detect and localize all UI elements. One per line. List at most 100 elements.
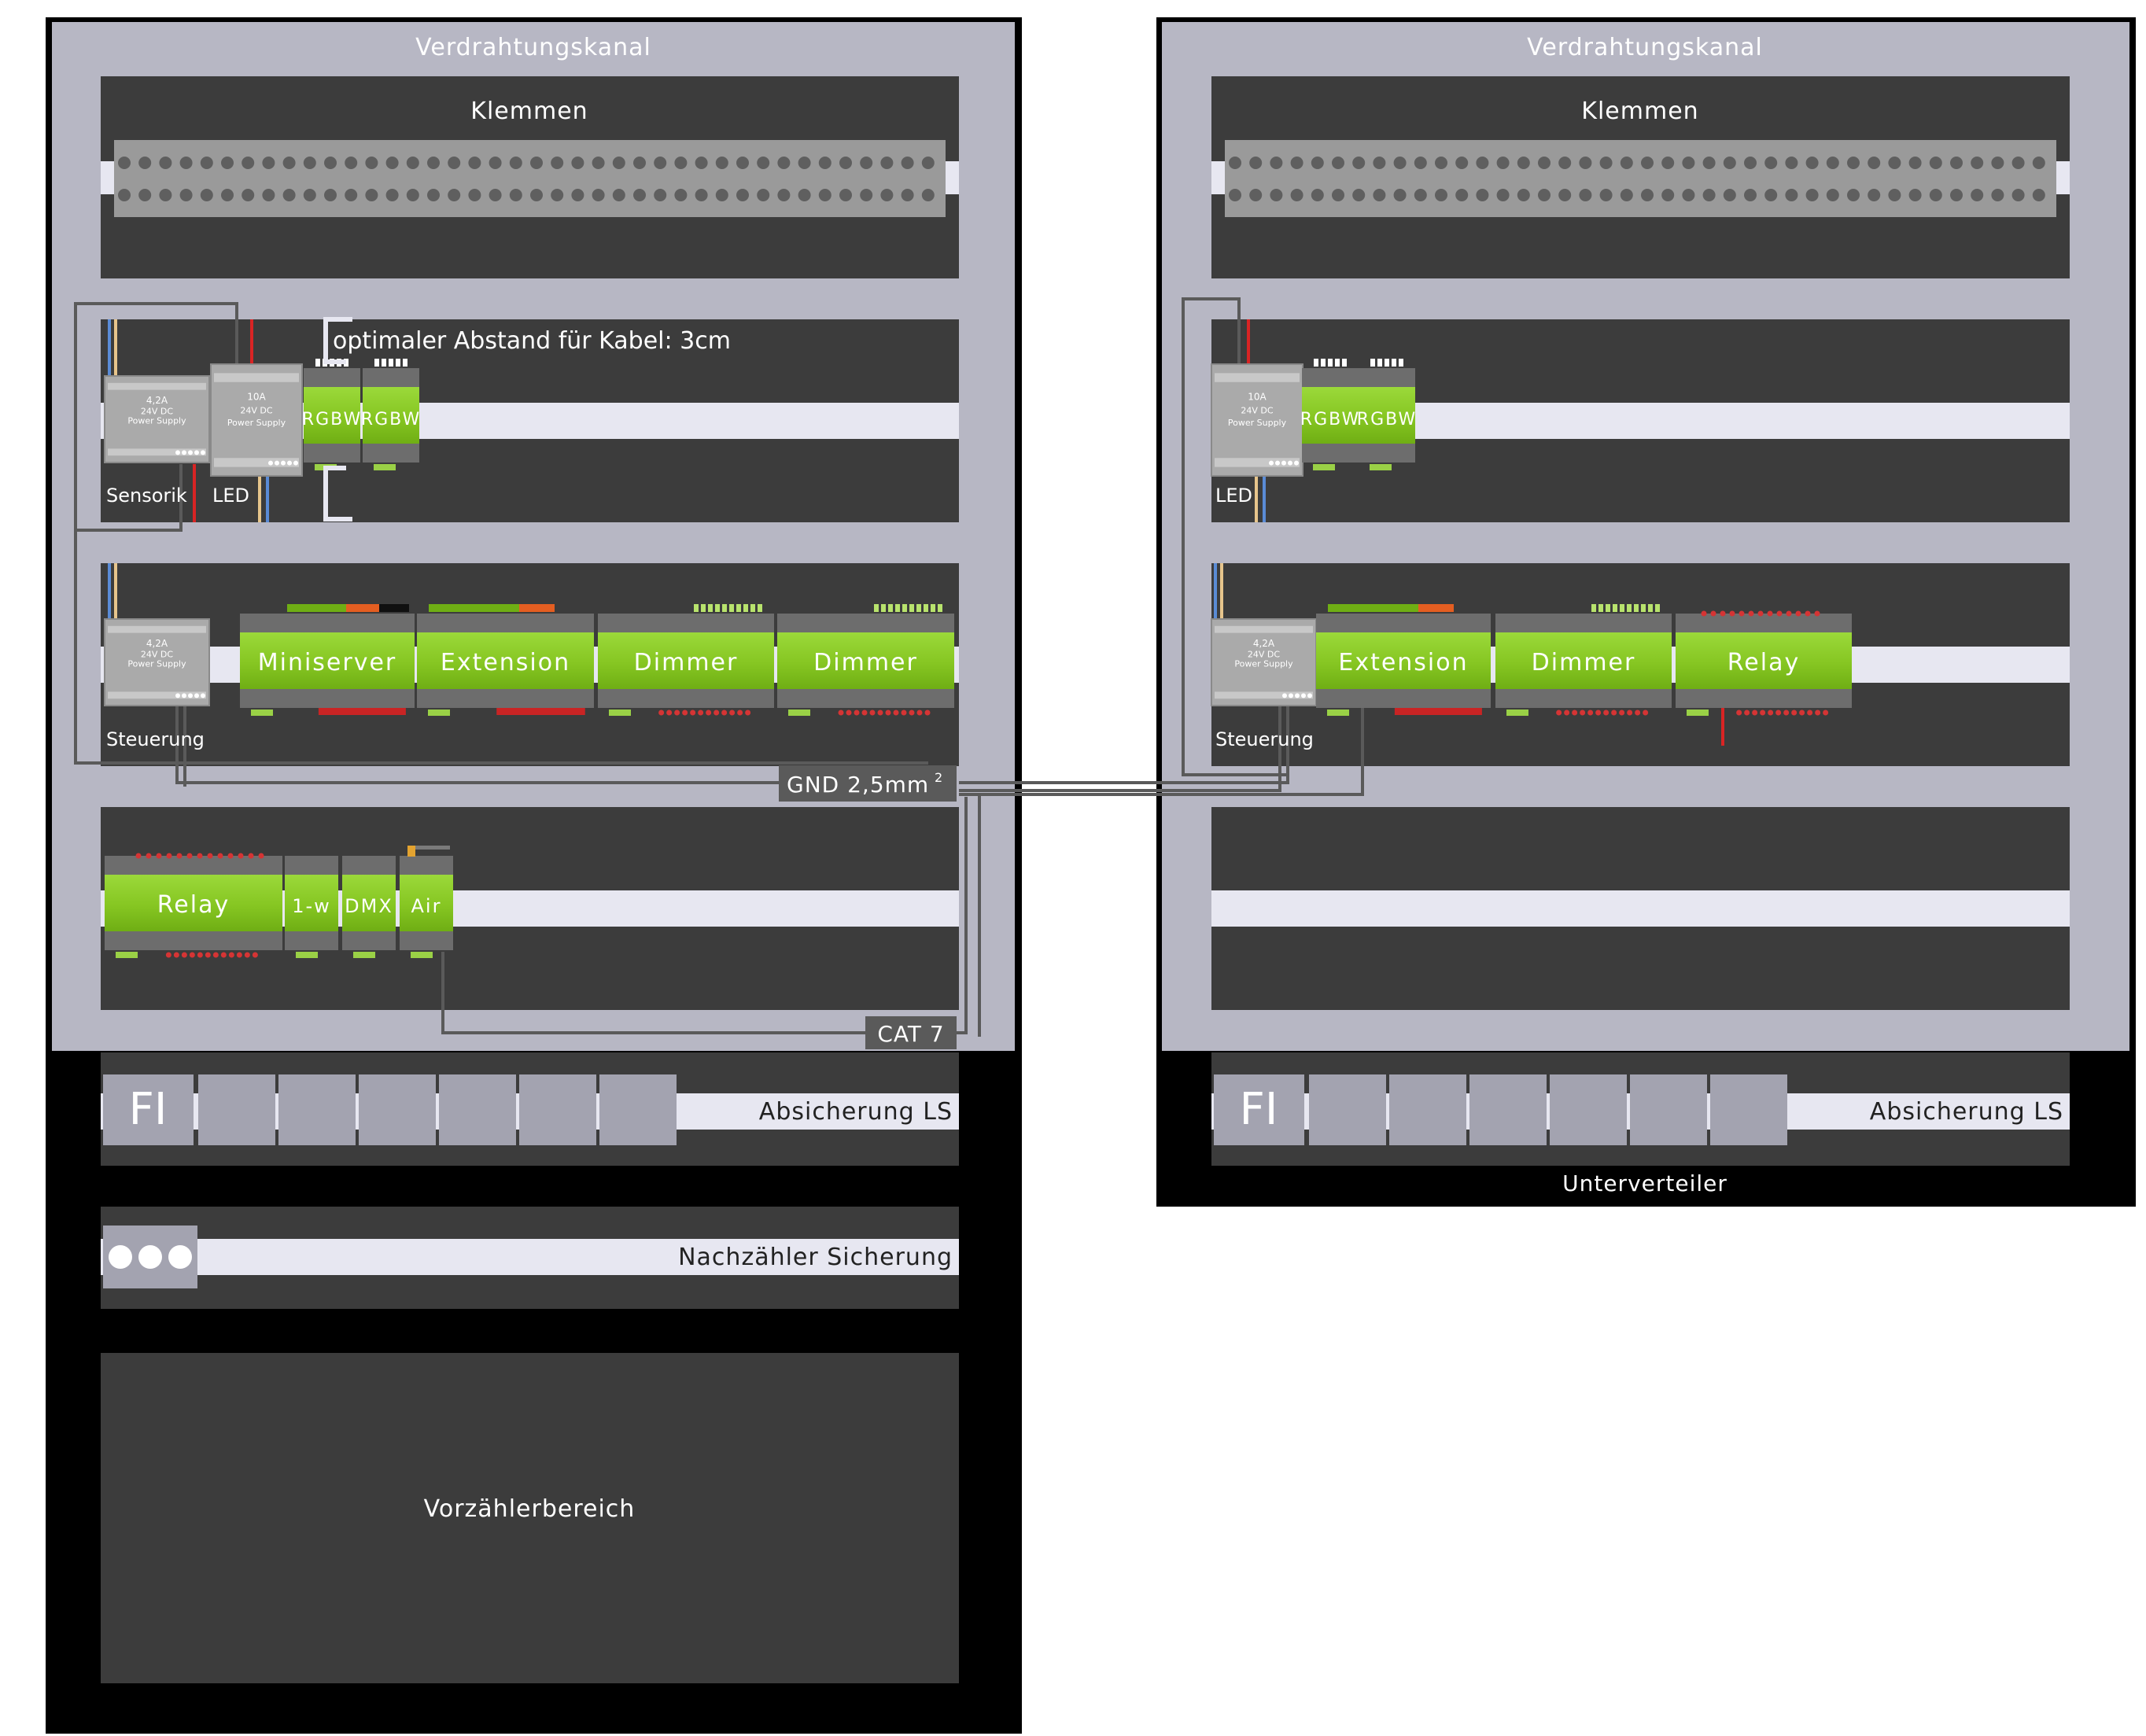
extension-module: Extension xyxy=(417,604,594,716)
sub-terminals-terminal-hole xyxy=(1826,189,1839,201)
main-terminals-terminal-hole xyxy=(468,157,481,169)
sub-dimmer-module-top-pin xyxy=(1648,604,1653,612)
sub-dimmer-module-bottom-pin xyxy=(1556,710,1562,716)
main-fuse-fi-breaker xyxy=(103,1074,194,1145)
sub-terminals-terminal-hole xyxy=(1332,189,1344,201)
sub-psu-steuerung-rating: 4,2A xyxy=(1253,638,1275,649)
main-terminals-terminal-hole xyxy=(159,157,172,169)
sub-relay-module-top-pin xyxy=(1729,610,1735,617)
psu-steuerung-pin xyxy=(194,693,199,698)
sub-terminals-terminal-hole xyxy=(1661,189,1675,201)
sub-terminals-terminal-hole xyxy=(1702,189,1716,201)
spacing-bracket-bottom xyxy=(323,466,352,522)
psu-led-pin xyxy=(293,460,298,466)
main-terminals-terminal-hole xyxy=(262,189,275,201)
psu-steuerung-rating: 4,2A xyxy=(146,638,168,649)
sub-terminals-terminal-hole xyxy=(1847,157,1860,169)
sub-psu-steuerung-bottom-terminal xyxy=(1215,691,1313,699)
dmx-module-top-housing xyxy=(342,856,396,875)
relay-module-bottom-pin xyxy=(189,952,195,958)
sub-terminals-terminal-hole xyxy=(1290,157,1303,169)
sub-terminals-terminal-hole xyxy=(1805,157,1819,169)
psu-steuerung-top-terminal xyxy=(108,625,206,633)
sub-relay-module-top-pin xyxy=(1710,610,1716,617)
sub-terminals-terminal-hole xyxy=(1661,157,1675,169)
sub-relay-module-top-pin xyxy=(1795,610,1801,617)
sub-terminals-terminal-hole xyxy=(1888,189,1901,201)
sub-dimmer-module-bottom-pin xyxy=(1580,710,1586,716)
psu-steuerung-pin xyxy=(175,693,180,698)
sub-terminals-terminal-hole xyxy=(1249,189,1263,201)
sub-terminals-terminal-hole xyxy=(1229,157,1241,169)
relay-module-top-housing xyxy=(105,856,282,875)
extension-module-top-housing xyxy=(417,614,594,632)
sub-rgbw-module-bottom-terminal xyxy=(1370,464,1392,470)
sub-relay-module-bottom-pin xyxy=(1736,710,1742,716)
main-terminals-terminal-hole xyxy=(736,157,749,169)
sub-terminals-terminal-hole xyxy=(1971,189,1984,201)
sub-fuse-fi-breaker xyxy=(1214,1074,1304,1145)
dimmer-module-bottom-terminal xyxy=(788,710,810,716)
main-terminals-terminal-hole xyxy=(427,189,440,201)
psu-steuerung-pin xyxy=(201,693,205,698)
sub-psu-steuerung-pin xyxy=(1307,693,1312,698)
sub-terminals-terminal-hole xyxy=(1352,189,1366,201)
main-terminals-terminal-hole xyxy=(571,157,584,169)
air-module-antenna-base xyxy=(407,846,415,857)
sub-terminals-terminal-hole xyxy=(1868,157,1881,169)
relay-module-front xyxy=(105,875,282,931)
dimmer-module-top-pin xyxy=(881,604,886,612)
sub-relay-module-top-pin xyxy=(1814,610,1820,617)
sub-terminals-terminal-hole xyxy=(1641,157,1654,169)
psu-led-bottom-terminal xyxy=(214,458,299,467)
sensorik-label: Sensorik xyxy=(106,485,187,507)
relay-module-top-pin xyxy=(197,853,203,859)
relay-module: Relay xyxy=(105,856,282,958)
sub-relay-module-bottom-pin xyxy=(1768,710,1774,716)
dimmer-module-bottom-pin xyxy=(885,710,891,716)
psu-steuerung-pin xyxy=(188,693,193,698)
sub-terminals-terminal-hole xyxy=(1517,189,1530,201)
sub-dimmer-module-bottom-pin xyxy=(1603,710,1610,716)
miniserver-module-bottom-terminal xyxy=(251,710,273,716)
sub-psu-led-rating: 10A xyxy=(1248,391,1267,402)
sub-psu-led-top-terminal xyxy=(1215,373,1300,382)
dimmer-module-bottom-pin xyxy=(869,710,876,716)
main-terminals-terminal-hole xyxy=(612,157,625,169)
rgbw-module-top-pin xyxy=(315,359,320,367)
sub-relay-module-bottom-terminal xyxy=(1687,710,1709,716)
sub-terminals-strip xyxy=(1225,140,2056,217)
rgbw-module-top-pin xyxy=(374,359,379,367)
main-terminals-terminal-hole xyxy=(221,189,234,201)
sub-rgbw-module-top-housing xyxy=(1302,368,1359,387)
main-terminals-terminal-hole xyxy=(242,189,255,201)
pre-meter-area xyxy=(101,1353,959,1683)
relay-module-bottom-pin xyxy=(252,952,258,958)
psu-steuerung-voltage: 24V DC xyxy=(141,649,173,659)
sub-extension-module: Extension xyxy=(1316,604,1491,716)
dimmer-module-bottom-pin xyxy=(690,710,696,716)
psu-steuerung-body xyxy=(104,618,210,706)
sub-relay-module-top-pin xyxy=(1739,610,1745,617)
main-terminals-terminal-hole xyxy=(448,157,461,169)
sub-terminals-terminal-hole xyxy=(1702,157,1716,169)
psu-led-pin xyxy=(281,460,286,466)
relay-module-bottom-pin xyxy=(212,952,219,958)
sub-terminals-terminal-hole xyxy=(1908,189,1922,201)
main-fuse-ls-breaker xyxy=(519,1074,596,1145)
main-terminals-terminal-hole xyxy=(179,189,193,201)
dimmer-module-top-pin xyxy=(729,604,734,612)
main-terminals-terminal-hole xyxy=(880,157,894,169)
main-fuse-ls-breaker xyxy=(439,1074,516,1145)
main-terminals-terminal-hole xyxy=(592,189,605,201)
sub-dimmer-module-top-housing xyxy=(1495,614,1672,632)
main-terminals-terminal-hole xyxy=(406,157,419,169)
dimmer-module-top-pin xyxy=(701,604,706,612)
main-terminals-terminal-hole xyxy=(612,189,625,201)
sub-dimmer-module-bottom-pin xyxy=(1619,710,1625,716)
cable-spacing-label: optimaler Abstand für Kabel: 3cm xyxy=(333,327,731,355)
dimmer-module-bottom-pin xyxy=(729,710,736,716)
